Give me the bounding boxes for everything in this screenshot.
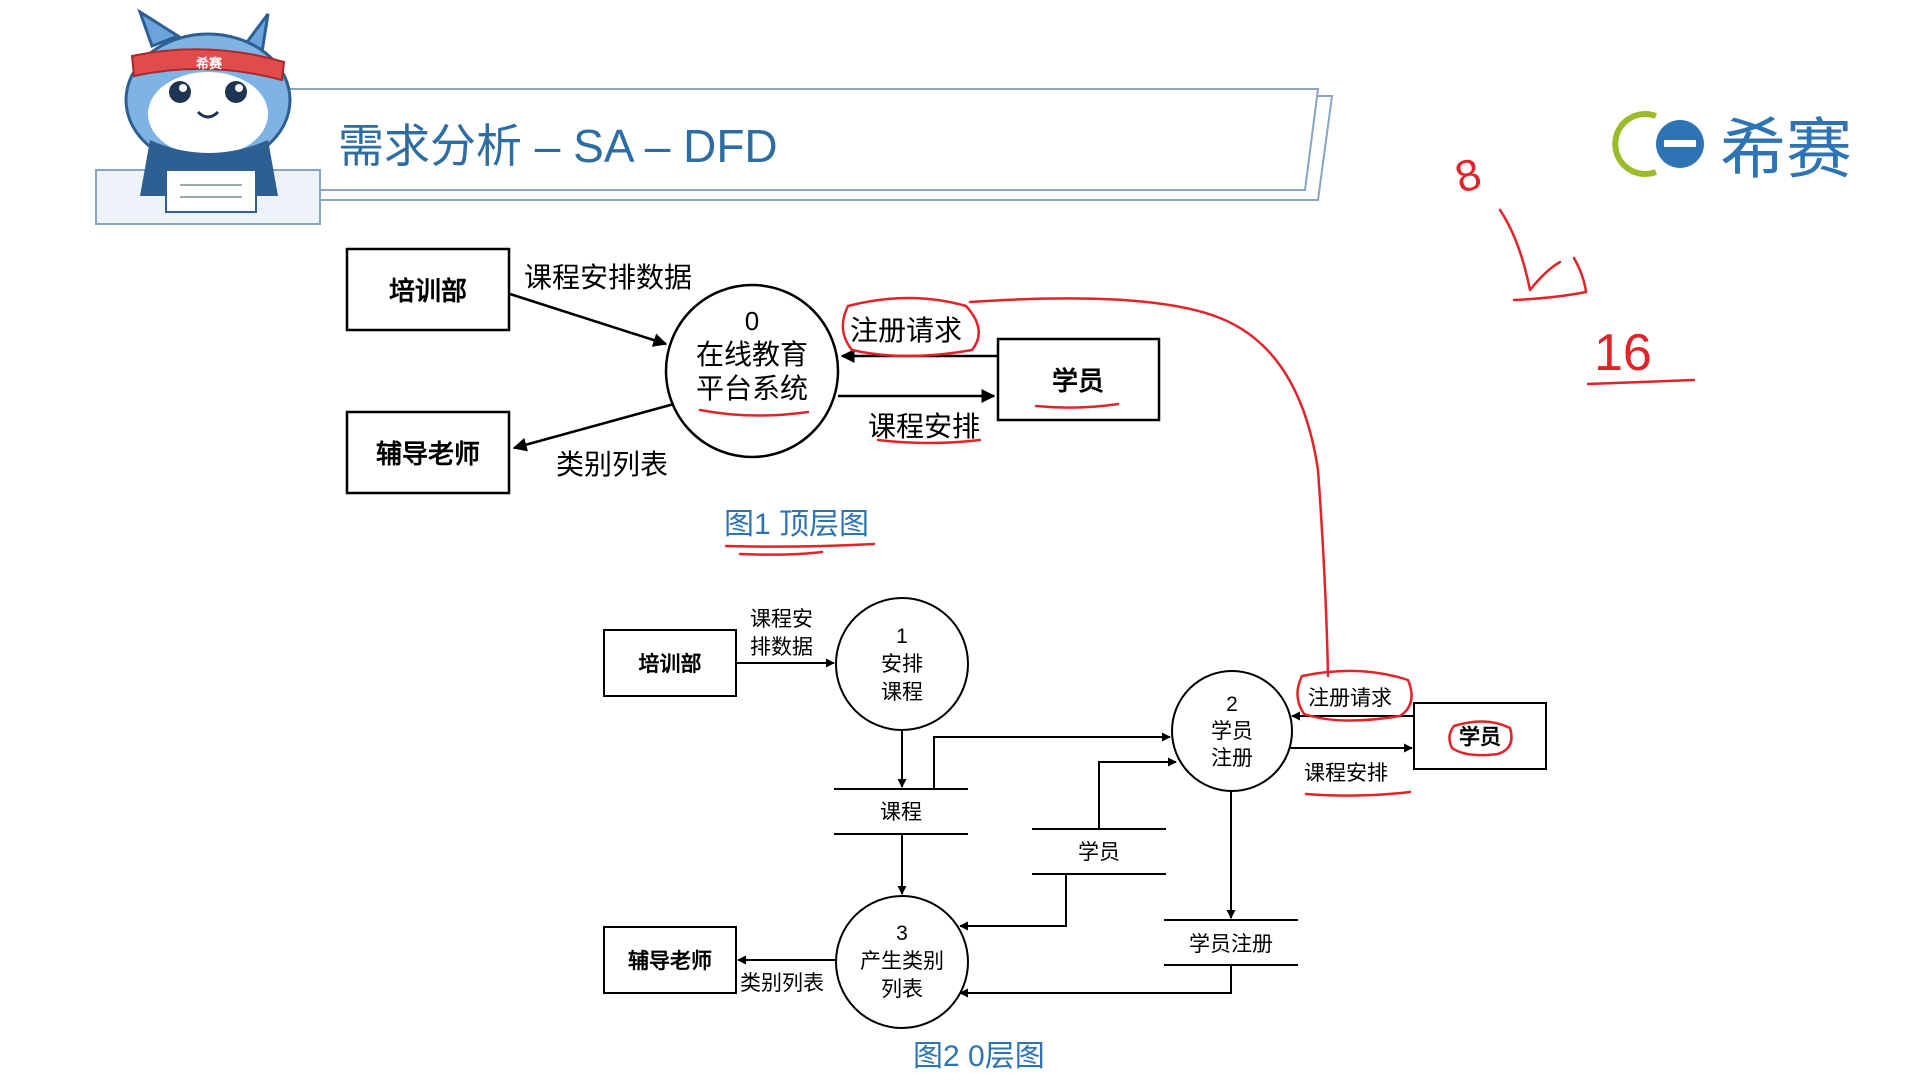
l0-flow-registration-to-p3-arrow	[959, 965, 1232, 998]
annotation-circle-student-fig2	[1448, 720, 1513, 757]
annotation-underline-course-schedule-fig2	[1304, 790, 1412, 797]
l0-process-3-line1: 产生类别	[860, 950, 944, 973]
l0-flow-course-schedule-label: 课程安排	[1304, 762, 1388, 785]
figure1-top-level-dfd: 培训部 辅导老师 学员 0 在线教育 平台系统 课程安排数据 类别列表 注册请求…	[345, 247, 1161, 541]
entity-training-box	[345, 247, 511, 332]
entity-student-label: 学员	[1052, 366, 1104, 396]
l0-process-3-circle	[835, 895, 969, 1029]
brand-logo: 希赛	[1612, 111, 1852, 186]
annotation-number-16: 16	[1594, 324, 1652, 382]
l0-entity-training-label: 培训部	[639, 652, 702, 676]
store-course-label: 课程	[880, 801, 922, 824]
l0-entity-training-box	[603, 629, 737, 697]
store-registration-label: 学员注册	[1189, 933, 1273, 956]
mascot-badge: 希赛	[196, 56, 223, 71]
red-annotations	[698, 208, 1588, 797]
flow-schedule-data-label: 课程安排数据	[524, 262, 692, 293]
annotation-connector-curve	[968, 297, 1330, 678]
l0-entity-student-box	[1413, 702, 1547, 770]
annotation-circle-register-request-fig2	[1296, 669, 1413, 722]
flow-category-list-arrow	[512, 402, 675, 452]
annotation-underline-course-schedule-fig1	[876, 438, 982, 445]
entity-training-label: 培训部	[389, 276, 467, 306]
flow-category-list-label: 类别列表	[556, 449, 668, 480]
l0-process-3-id: 3	[896, 922, 908, 945]
annotation-underline-platform	[698, 408, 810, 417]
l0-flow-register-request-label: 注册请求	[1308, 687, 1392, 710]
flow-register-request-label: 注册请求	[850, 315, 962, 346]
l0-process-1-line2: 课程	[881, 681, 923, 704]
flow-course-schedule-label: 课程安排	[868, 411, 980, 442]
l0-flow-course-to-p2-arrow	[933, 732, 1171, 789]
annotation-underline-caption1-a	[724, 542, 876, 548]
flow-schedule-data-arrow	[509, 292, 668, 347]
l0-entity-student-label: 学员	[1459, 725, 1501, 749]
annotation-number-8: 8	[1450, 149, 1486, 203]
l0-process-3-line2: 列表	[881, 978, 923, 1001]
annotation-numbers: 8 16	[1450, 149, 1696, 386]
store-registration: 学员注册	[1164, 919, 1298, 966]
l0-entity-tutor-label: 辅导老师	[628, 949, 712, 973]
annotation-down-arrow	[1498, 208, 1588, 302]
figure2-caption: 图2 0层图	[913, 1040, 1045, 1073]
figure2-level0-dfd: 培训部 辅导老师 学员 1 安排 课程 2 学员 注册 3 产生类别 列表 课程…	[603, 597, 1547, 1073]
process-0-line2: 平台系统	[696, 373, 808, 404]
process-0-line1: 在线教育	[696, 339, 808, 370]
entity-tutor-label: 辅导老师	[376, 439, 480, 469]
store-student: 学员	[1032, 828, 1166, 875]
l0-process-1-id: 1	[896, 625, 908, 648]
annotation-underline-student-fig1	[1034, 402, 1120, 409]
store-course: 课程	[834, 788, 968, 835]
page-title: 需求分析 – SA – DFD	[338, 120, 778, 172]
l0-process-1-line1: 安排	[881, 653, 923, 676]
process-0-id: 0	[745, 306, 759, 336]
annotation-circle-register-request-fig1	[841, 296, 980, 358]
annotation-underline-caption1-b	[738, 550, 824, 556]
figure1-caption: 图1 顶层图	[724, 508, 869, 541]
entity-tutor-box	[345, 410, 511, 495]
l0-process-2-line1: 学员	[1211, 720, 1253, 743]
l0-flow-schedule-data-label-1: 课程安	[750, 608, 813, 631]
annotation-underline-16	[1586, 378, 1696, 386]
l0-flow-student-store-to-p3-arrow	[959, 874, 1067, 931]
l0-flow-schedule-data-label-2: 排数据	[750, 636, 813, 659]
l0-flow-student-store-to-p2-arrow	[1098, 757, 1177, 829]
brand-text: 希赛	[1720, 112, 1852, 186]
store-student-label: 学员	[1078, 841, 1120, 864]
mascot-cat-icon: 希赛	[124, 8, 292, 213]
l0-process-2-id: 2	[1226, 693, 1238, 716]
l0-entity-tutor-box	[603, 926, 737, 994]
l0-flow-category-list-label: 类别列表	[740, 972, 824, 995]
l0-process-2-line2: 注册	[1211, 747, 1253, 770]
